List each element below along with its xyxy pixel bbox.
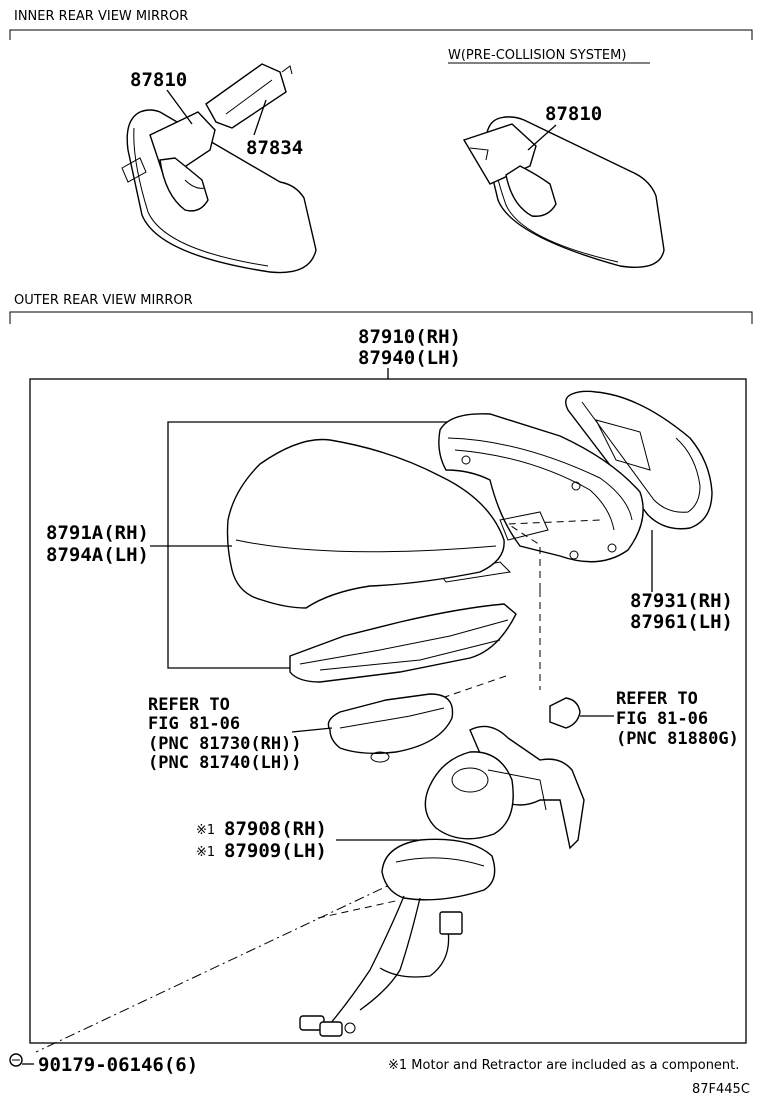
leader-87810-a [166,89,193,125]
callout-mirror-cover: 87834 [246,137,303,159]
mirror-mount-cover-icon [205,63,293,129]
callout-screw: 90179-06146(6) [38,1054,198,1076]
side-turn-lamp-icon [327,693,454,763]
variant-label: W(PRE-COLLISION SYSTEM) [448,48,626,63]
callout-refer2-l1: REFER TO [616,689,698,709]
guide-line-4 [317,899,401,919]
inner-mirror-icon [462,116,665,268]
leader-87810-b [527,124,557,151]
motor-mark-rh: ※1 [196,823,215,838]
callout-refer1-l1: REFER TO [148,695,230,715]
mirror-motor-icon [299,725,585,1037]
callout-mirror-rh: 87931(RH) [630,590,733,612]
section-bracket-inner [9,29,753,40]
section-title-outer: OUTER REAR VIEW MIRROR [14,293,193,308]
callout-refer1-l3: (PNC 81730(RH)) [148,734,302,754]
callout-cover-rh: 8791A(RH) [46,522,149,544]
leader-87834 [253,99,267,136]
callout-inner-mirror-b: 87810 [545,103,602,125]
callout-refer2-l3: (PNC 81880G) [616,729,739,749]
callout-mirror-lh: 87961(LH) [630,611,733,633]
screw-icon [9,1053,23,1067]
bulb-icon [549,697,581,729]
callout-motor-lh: 87909(LH) [224,840,327,862]
section-title-inner: INNER REAR VIEW MIRROR [14,9,188,24]
leader-refer1 [291,727,333,733]
callout-inner-mirror-a: 87810 [130,69,187,91]
callout-cover-lh: 8794A(LH) [46,544,149,566]
callout-refer1-l2: FIG 81-06 [148,714,240,734]
guide-line-1 [506,519,601,590]
assembly-frame [29,378,747,1044]
footnote: ※1 Motor and Retractor are included as a… [388,1058,739,1073]
callout-outer-assy-rh: 87910(RH) [358,326,461,348]
cover-bracket [167,421,460,669]
outer-mirror-cover-icon [226,438,505,609]
figure-code: 87F445C [692,1082,750,1097]
inner-mirror-icon [121,109,317,274]
callout-motor-rh: 87908(RH) [224,818,327,840]
callout-outer-assy-lh: 87940(LH) [358,347,461,369]
callout-refer2-l2: FIG 81-06 [616,709,708,729]
motor-mark-lh: ※1 [196,845,215,860]
mirror-garnish-icon [289,603,517,683]
callout-refer1-l4: (PNC 81740(LH)) [148,753,302,773]
section-bracket-outer [9,311,753,324]
guide-line-screw [35,879,401,1053]
